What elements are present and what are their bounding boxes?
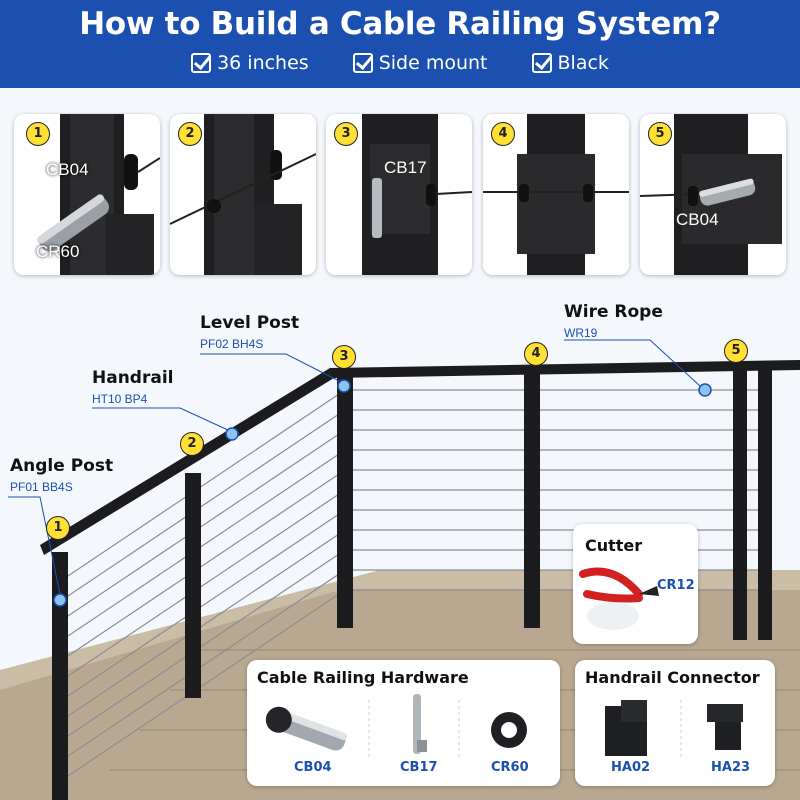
- callout-wire-rope-title: Wire Rope: [564, 302, 663, 322]
- end-post: [733, 370, 747, 640]
- connector-part-code: HA02: [611, 760, 651, 775]
- post-number: 2: [180, 432, 204, 456]
- step-4-illustration: [483, 114, 629, 275]
- handrail: [40, 360, 800, 555]
- step-card-3: 3 CB17: [326, 114, 472, 275]
- cutter-title: Cutter: [585, 536, 643, 555]
- feature-color: Black: [531, 52, 609, 74]
- hardware-title: Cable Railing Hardware: [257, 668, 469, 687]
- end-post: [758, 368, 772, 640]
- step-part-label: CB04: [676, 210, 719, 229]
- handrail-post: [185, 473, 201, 698]
- step-2-illustration: [170, 114, 316, 275]
- page-title: How to Build a Cable Railing System?: [79, 6, 721, 42]
- cutter-panel: Cutter CR12: [573, 524, 698, 644]
- marker-dot: [698, 383, 712, 397]
- callout-level-post-title: Level Post: [200, 313, 300, 333]
- hardware-icons: [265, 694, 527, 760]
- feature-mount: Side mount: [352, 52, 488, 74]
- marker-dot: [337, 379, 351, 393]
- check-icon: [191, 53, 212, 73]
- hardware-part-code: CR60: [491, 760, 529, 775]
- hardware-panel: Cable Railing Hardware CB04 CB17 CR60: [247, 660, 560, 786]
- post-number: 5: [724, 339, 748, 363]
- check-icon: [352, 53, 373, 73]
- step-number: 1: [26, 122, 50, 146]
- feature-list: 36 inches Side mount Black: [0, 52, 800, 74]
- step-card-2: 2: [170, 114, 316, 275]
- callout-angle-post-title: Angle Post: [10, 456, 114, 476]
- step-number: 4: [491, 122, 515, 146]
- hardware-part-code: CB04: [294, 760, 332, 775]
- feature-height: 36 inches: [191, 52, 309, 74]
- hardware-part-code: CB17: [400, 760, 438, 775]
- step-card-1: 1 CB04 CR60: [14, 114, 160, 275]
- angle-post: [52, 552, 68, 800]
- step-1-illustration: [37, 114, 160, 275]
- cutter-code: CR12: [657, 578, 695, 593]
- post-number: 3: [332, 345, 356, 369]
- callout-lines: [8, 339, 701, 595]
- step-number: 2: [178, 122, 202, 146]
- step-3-illustration: [362, 114, 472, 275]
- callout-handrail-code: HT10 BP4: [92, 392, 148, 406]
- callout-handrail-title: Handrail: [92, 368, 174, 388]
- cutter-icon: [579, 567, 659, 630]
- step-part-label: CR60: [36, 242, 80, 261]
- check-icon: [531, 53, 552, 73]
- step-number: 5: [648, 122, 672, 146]
- connector-icons: [605, 700, 743, 760]
- post-number: 4: [524, 342, 548, 366]
- level-post: [337, 376, 353, 628]
- callout-angle-post-code: PF01 BB4S: [10, 480, 73, 494]
- callout-level-post-code: PF02 BH4S: [200, 337, 264, 351]
- level-post: [524, 374, 540, 628]
- wire-rope-cables: [61, 389, 770, 781]
- step-5-illustration: [640, 114, 782, 275]
- marker-dot: [225, 427, 239, 441]
- connector-part-code: HA23: [711, 760, 751, 775]
- marker-dot: [53, 593, 67, 607]
- connector-title: Handrail Connector: [585, 668, 760, 687]
- step-card-4: 4: [483, 114, 629, 275]
- step-number: 3: [334, 122, 358, 146]
- step-part-label: CB04: [46, 160, 89, 179]
- connector-panel: Handrail Connector HA02 HA23: [575, 660, 775, 786]
- post-number: 1: [46, 516, 70, 540]
- step-part-label: CB17: [384, 158, 427, 177]
- callout-wire-rope-code: WR19: [564, 326, 598, 340]
- step-card-5: 5 CB04: [640, 114, 786, 275]
- header-banner: How to Build a Cable Railing System? 36 …: [0, 0, 800, 88]
